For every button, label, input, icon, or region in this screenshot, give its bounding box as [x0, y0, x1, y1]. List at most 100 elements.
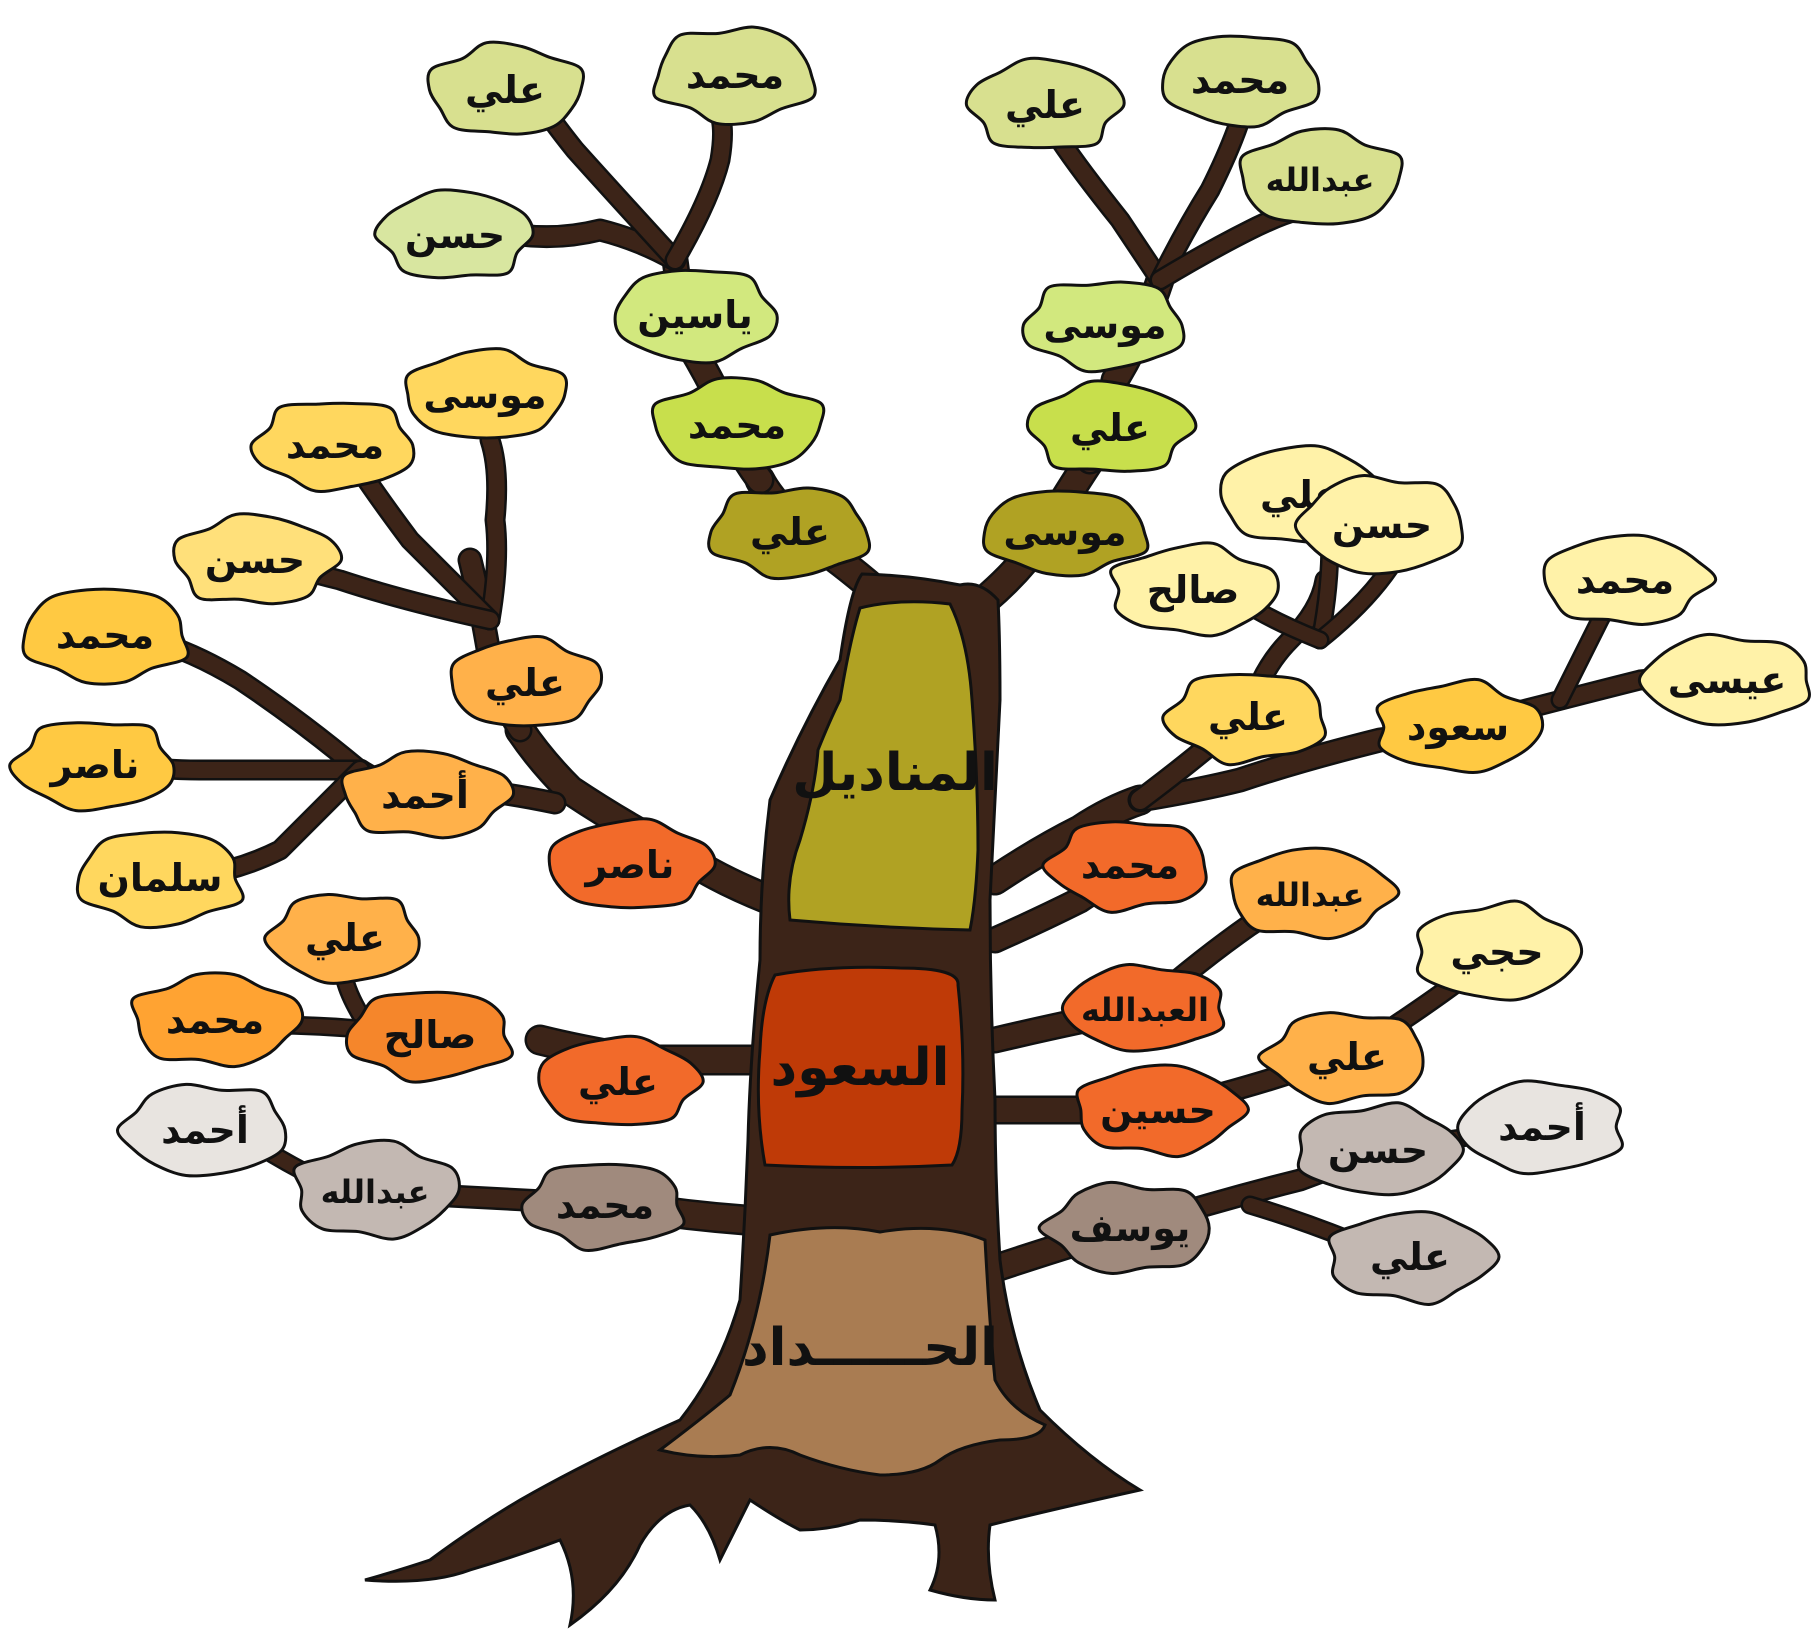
name-node-bubble [1161, 34, 1321, 129]
name-node: العبدالله [1060, 963, 1226, 1053]
name-node: محمد [130, 971, 305, 1069]
name-node-label: علي [485, 661, 565, 705]
name-node-label: عبدالله [1266, 161, 1375, 199]
name-node-label: محمد [56, 613, 154, 657]
name-node: عبدالله [1229, 846, 1401, 941]
name-node: علي [707, 486, 872, 581]
name-node: علي [263, 892, 421, 985]
name-node-label: حسن [205, 538, 305, 582]
name-node-bubble [707, 486, 872, 581]
name-node-label: محمد [686, 53, 784, 97]
name-node: محمد [652, 25, 817, 126]
name-node: سعود [1375, 677, 1545, 775]
name-node-label: محمد [166, 998, 264, 1042]
name-node-bubble [116, 1082, 288, 1178]
name-node-label: علي [465, 68, 545, 112]
name-node-bubble [1075, 1063, 1250, 1159]
name-node-bubble [292, 1138, 461, 1241]
name-node-label: محمد [556, 1183, 654, 1227]
name-node: علي [426, 40, 585, 136]
name-node: عبدالله [292, 1138, 461, 1241]
name-node: محمد [249, 401, 416, 493]
name-node-label: سلمان [97, 856, 222, 900]
name-node-label: عيسى [1668, 658, 1787, 702]
section-middle-label: السعود [771, 1038, 950, 1098]
name-node-bubble [650, 376, 826, 471]
name-node-bubble [1109, 541, 1280, 638]
name-node-label: أحمد [161, 1105, 249, 1152]
name-node: يوسف [1037, 1180, 1211, 1275]
name-node-bubble [1161, 673, 1327, 767]
name-node-bubble [1415, 899, 1584, 1002]
name-node-bubble [130, 971, 305, 1069]
name-node-bubble [1637, 632, 1811, 727]
name-node-label: سعود [1407, 705, 1509, 749]
branch [667, 107, 731, 268]
name-node: صالح [344, 990, 514, 1084]
name-node-bubble [964, 56, 1126, 150]
name-node-bubble [340, 749, 516, 840]
name-node: محمد [650, 376, 826, 471]
name-node: حسن [1293, 474, 1464, 576]
name-node-label: صالح [384, 1013, 477, 1057]
name-node: حسن [172, 512, 344, 606]
name-node: حسن [1296, 1101, 1465, 1197]
name-node-label: علي [305, 916, 385, 960]
branch [352, 462, 498, 628]
name-node-label: حسن [405, 213, 505, 257]
name-node-bubble [520, 1162, 686, 1252]
name-node-label: حجي [1450, 930, 1543, 974]
name-node-bubble [263, 892, 421, 985]
name-node-label: عبدالله [1256, 876, 1365, 914]
name-node: عبدالله [1238, 127, 1404, 226]
name-node-bubble [547, 817, 717, 910]
name-node: علي [1161, 673, 1327, 767]
section-bottom-shape [656, 1226, 1047, 1477]
name-node: سلمان [75, 830, 245, 930]
name-node-bubble [1296, 1101, 1465, 1197]
name-node-label: العبدالله [1081, 991, 1209, 1029]
name-node-bubble [982, 489, 1150, 578]
name-node-bubble [1060, 963, 1226, 1053]
name-node-label: محمد [286, 423, 384, 467]
name-node: أحمد [340, 749, 516, 840]
name-node-label: علي [750, 510, 830, 554]
name-node: حجي [1415, 899, 1584, 1002]
name-node-label: علي [1208, 695, 1288, 739]
name-node-label: محمد [1081, 843, 1179, 887]
name-node-label: علي [578, 1060, 658, 1104]
name-node: موسى [1021, 280, 1186, 374]
name-node-bubble [1257, 1011, 1425, 1106]
name-node-label: حسين [1100, 1088, 1216, 1132]
name-node-label: علي [1005, 83, 1085, 127]
name-node-bubble [1327, 1210, 1501, 1306]
name-node-bubble [1021, 280, 1186, 374]
name-node-bubble [75, 830, 245, 930]
name-node: علي [964, 56, 1126, 150]
name-node: موسى [404, 347, 568, 440]
name-node-bubble [404, 347, 568, 440]
name-node-label: يوسف [1070, 1206, 1191, 1250]
name-node-bubble [537, 1034, 705, 1127]
name-node-bubble [652, 25, 817, 126]
branch [1052, 132, 1168, 288]
name-node: أحمد [1456, 1079, 1624, 1176]
name-node-label: علي [1070, 406, 1150, 450]
name-node-label: علي [1307, 1035, 1387, 1079]
name-node: علي [1327, 1210, 1501, 1306]
branch [1152, 112, 1248, 288]
section-top-shape [787, 600, 980, 932]
name-node-label: موسى [1003, 510, 1126, 554]
name-node-bubble [613, 268, 779, 365]
name-node-bubble [344, 990, 514, 1084]
name-node: علي [1025, 379, 1198, 473]
name-node: عيسى [1637, 632, 1811, 727]
name-node-label: أحمد [381, 770, 469, 817]
name-node: ياسين [613, 268, 779, 365]
name-node: علي [1257, 1011, 1425, 1106]
name-node-label: موسى [423, 373, 546, 417]
name-node-bubble [1456, 1079, 1624, 1176]
name-node-bubble [1041, 820, 1208, 914]
name-node-bubble [1037, 1180, 1211, 1275]
